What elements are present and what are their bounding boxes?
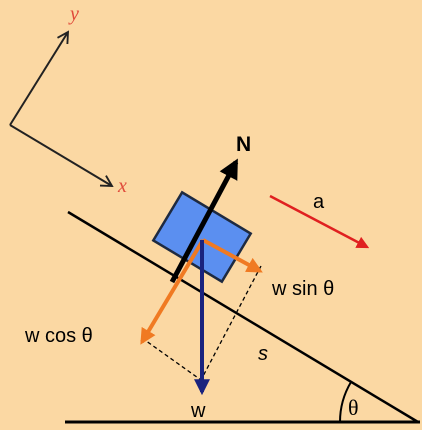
force-vectors — [140, 158, 263, 396]
angle-arc — [338, 381, 352, 423]
x-axis — [9, 124, 114, 187]
weight-sin-component-arrow — [202, 238, 263, 273]
weight-cos-label: w cos θ — [24, 325, 93, 347]
acceleration-label: a — [313, 191, 325, 213]
x-axis-label: x — [117, 175, 127, 197]
coordinate-axes: y x — [9, 3, 127, 197]
guide-cos-to-w — [141, 337, 202, 381]
component-guides — [141, 265, 262, 381]
inclined-plane: θ — [65, 210, 420, 424]
normal-force-arrow — [169, 158, 239, 284]
weight-cos-component-arrow — [140, 238, 205, 345]
y-axis — [9, 30, 70, 126]
acceleration-arrow — [269, 194, 370, 249]
guide-sin-to-w — [200, 265, 262, 381]
weight-sin-label: w sin θ — [271, 278, 334, 300]
y-axis-label: y — [68, 3, 79, 25]
normal-force-label: N — [236, 133, 251, 156]
angle-label: θ — [348, 395, 359, 420]
incline-surface — [67, 210, 419, 424]
diagram-labels: N a w sin θ w cos θ s w — [24, 133, 334, 422]
displacement-label: s — [258, 343, 268, 365]
weight-label: w — [190, 400, 206, 422]
